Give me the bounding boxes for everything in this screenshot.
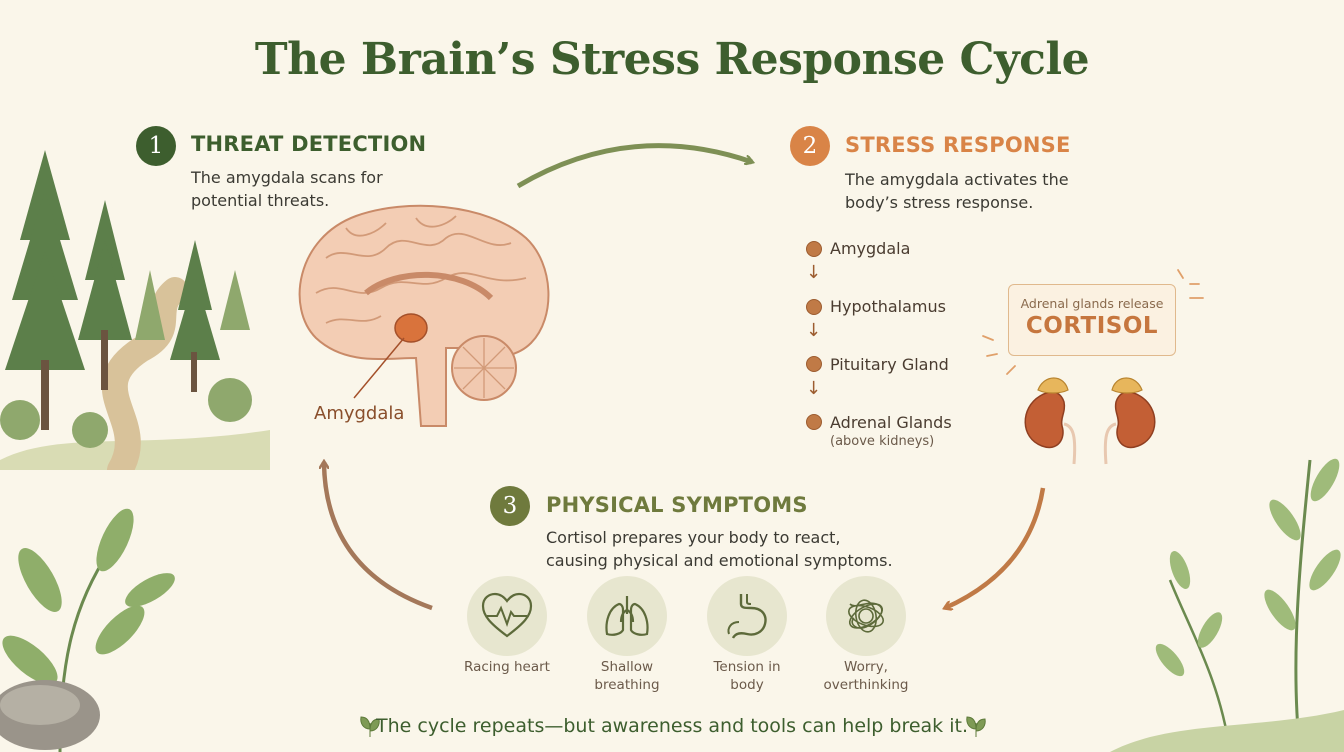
step-3-badge: 3 [490,486,530,526]
chain-arrow-icon: ↓ [806,320,822,341]
chain-item-adrenal-sub: (above kidneys) [830,434,935,449]
page-title: The Brain’s Stress Response Cycle [254,34,1090,85]
chain-dot-amygdala [806,241,822,257]
arrow-response-to-symptoms [945,487,1046,608]
leaves-right-illustration [1110,458,1344,752]
burst-lines [982,269,1204,375]
chain-dot-adrenal [806,414,822,430]
chain-arrow-icon: ↓ [806,378,822,399]
lungs-icon [605,596,649,636]
tangle-icon [848,599,884,633]
step-3-title: PHYSICAL SYMPTOMS [546,493,808,517]
chain-arrow-icon: ↓ [806,262,822,283]
chain-dot-hypothalamus [806,299,822,315]
cortisol-caption: Adrenal glands release [1020,296,1164,311]
step-2-description: The amygdala activates the body’s stress… [845,170,1069,212]
chain-dot-pituitary [806,356,822,372]
step-3-description: Cortisol prepares your body to react, ca… [546,528,893,570]
leaf-icon [360,716,380,737]
chain-item-amygdala: Amygdala [830,239,911,258]
kidneys-icon [1024,377,1156,465]
step-2-title: STRESS RESPONSE [845,133,1071,157]
arrow-threat-to-response [516,143,752,189]
step-1-description: The amygdala scans for potential threats… [191,168,383,210]
leaf-icon [966,716,986,737]
symptom-tension [707,576,787,656]
amygdala-label: Amygdala [314,403,405,424]
symptom-worry [826,576,906,656]
step-1-badge: 1 [136,126,176,166]
leaves-left-illustration [0,508,175,752]
step-2-badge: 2 [790,126,830,166]
cortisol-callout: Adrenal glands release CORTISOL [1008,284,1176,356]
brain-illustration [298,204,550,427]
forest-illustration [0,150,270,470]
symptom-label-worry: Worry,overthinking [823,659,909,693]
heart-icon [481,592,533,638]
arrow-symptoms-to-threat [324,462,433,611]
step-1-title: THREAT DETECTION [191,132,427,156]
chain-item-pituitary-gland: Pituitary Gland [830,355,949,374]
footer-message: The cycle repeats—but awareness and tool… [376,715,968,737]
chain-item-hypothalamus: Hypothalamus [830,297,946,316]
symptom-racing-heart [467,576,547,656]
symptom-shallow-breathing [587,576,667,656]
stomach-icon [727,594,767,639]
cortisol-hormone: CORTISOL [1025,313,1159,339]
chain-item-adrenal-glands: Adrenal Glands [830,413,952,432]
symptom-label-racing-heart: Racing heart [464,659,550,675]
